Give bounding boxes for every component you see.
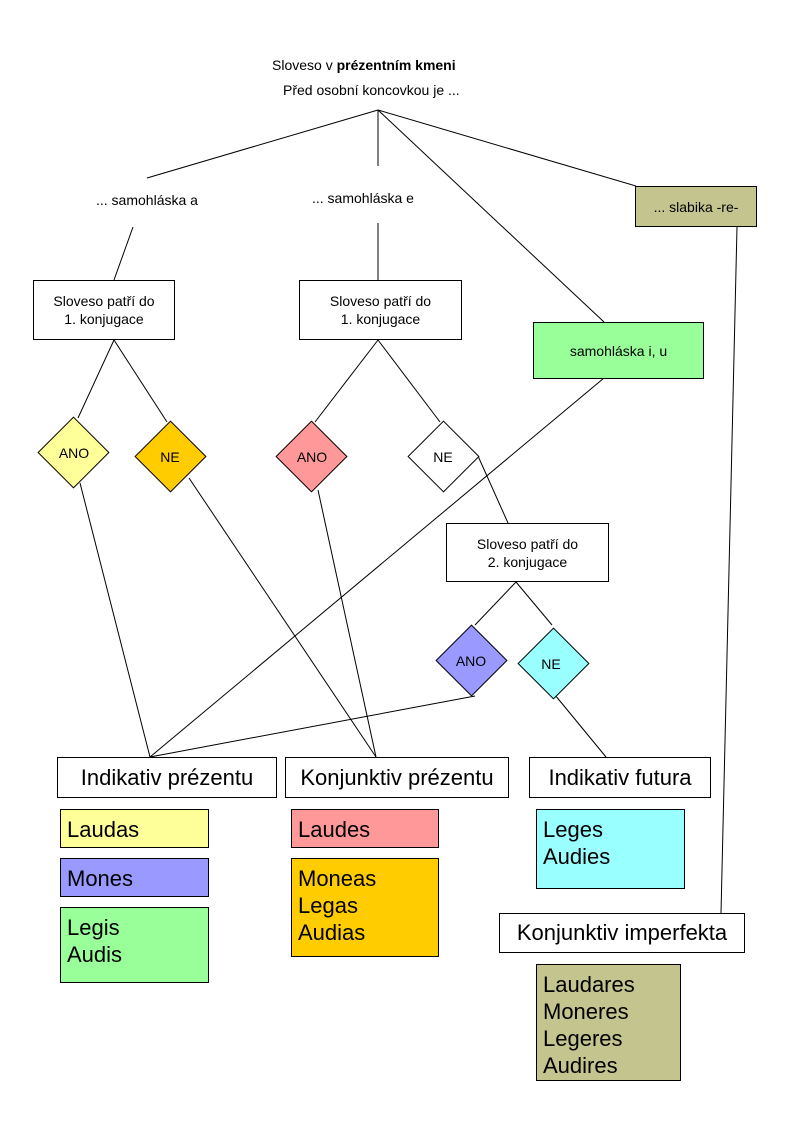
question-conj1-a-line2: 1. konjugace bbox=[64, 311, 144, 327]
edge-root-iu bbox=[377, 109, 605, 323]
edge-a-no-conj bbox=[188, 477, 377, 758]
example-box-laudas: Laudas bbox=[60, 809, 209, 848]
example-box-mones: Mones bbox=[60, 858, 209, 897]
page-title: Sloveso v prézentním kmeni bbox=[272, 57, 456, 73]
example-legeres: Legeres bbox=[543, 1026, 623, 1051]
branch-re-label: ... slabika -re- bbox=[653, 198, 739, 215]
example-box-leges: Leges Audies bbox=[536, 809, 685, 889]
example-mones-1: Mones bbox=[67, 866, 134, 891]
branch-iu-label: samohláska i, u bbox=[569, 342, 668, 359]
example-box-legis-audis: Legis Audis bbox=[60, 907, 209, 983]
example-box-laudares: Laudares Moneres Legeres Audires bbox=[536, 964, 681, 1081]
edge-c2-yes-ind bbox=[149, 695, 476, 758]
result-konjunktiv-imperfekta: Konjunktiv imperfekta bbox=[499, 913, 745, 953]
example-legas: Legas bbox=[298, 893, 358, 918]
decision-conj2-yes-label: ANO bbox=[455, 653, 487, 669]
edge-q2-no bbox=[515, 581, 553, 626]
edge-e-yes-conj bbox=[317, 489, 377, 758]
edge-re-impf bbox=[720, 226, 738, 914]
edge-q1e-yes bbox=[314, 339, 379, 423]
edge-a-q1 bbox=[113, 226, 134, 281]
example-laudas-1: Laudas bbox=[67, 817, 140, 842]
decision-e-no-label: NE bbox=[433, 449, 453, 465]
decision-conj2-no-label: NE bbox=[541, 656, 561, 672]
title-prefix: Sloveso v bbox=[272, 57, 337, 73]
question-conj2-line2: 2. konjugace bbox=[487, 553, 568, 570]
decision-a-yes-label: ANO bbox=[58, 445, 90, 461]
question-conj1-e: Sloveso patří do 1. konjugace bbox=[299, 280, 462, 340]
example-leges: Leges bbox=[543, 817, 603, 842]
question-conj1-e-line2: 1. konjugace bbox=[340, 311, 421, 327]
branch-a-label: ... samohláska a bbox=[96, 192, 198, 208]
branch-e-label: ... samohláska e bbox=[312, 190, 414, 206]
branch-re-box: ... slabika -re- bbox=[635, 186, 757, 227]
edge-q1a-no bbox=[113, 339, 168, 423]
example-box-laudes: Laudes bbox=[291, 809, 439, 848]
edge-q2-yes bbox=[474, 581, 517, 626]
example-box-moneas: Moneas Legas Audias bbox=[291, 858, 439, 957]
edge-c2-no-fut bbox=[554, 694, 607, 758]
example-laudares: Laudares bbox=[543, 972, 635, 997]
question-conj1-a-line1: Sloveso patří do bbox=[53, 293, 155, 309]
result-konjunktiv-prezentu: Konjunktiv prézentu bbox=[285, 757, 509, 798]
example-legis: Legis bbox=[67, 915, 120, 940]
edge-q1e-no bbox=[377, 339, 441, 423]
example-moneas: Moneas bbox=[298, 866, 377, 891]
result-indikativ-prezentu-label: Indikativ prézentu bbox=[80, 764, 254, 790]
result-konjunktiv-imperfekta-label: Konjunktiv imperfekta bbox=[516, 920, 728, 945]
edge-a-yes-ind bbox=[79, 482, 151, 758]
edge-root-a bbox=[146, 109, 379, 179]
edge-iu-ind bbox=[149, 377, 605, 758]
result-indikativ-futura: Indikativ futura bbox=[529, 757, 711, 798]
example-audias: Audias bbox=[298, 920, 366, 945]
result-indikativ-prezentu: Indikativ prézentu bbox=[57, 757, 277, 798]
question-conj2-line1: Sloveso patří do bbox=[476, 535, 579, 552]
title-bold: prézentním kmeni bbox=[336, 57, 456, 73]
result-indikativ-futura-label: Indikativ futura bbox=[548, 764, 692, 790]
edge-e-no-q2 bbox=[477, 455, 509, 524]
decision-e-yes-label: ANO bbox=[296, 449, 328, 465]
example-audies: Audies bbox=[543, 844, 611, 869]
edge-root-re bbox=[377, 109, 637, 187]
question-conj1-a: Sloveso patří do 1. konjugace bbox=[33, 280, 175, 340]
example-laudes-1: Laudes bbox=[298, 817, 371, 842]
question-conj1-e-line1: Sloveso patří do bbox=[329, 293, 432, 309]
edge-q1a-yes bbox=[77, 339, 115, 419]
page-subtitle: Před osobní koncovkou je ... bbox=[283, 82, 460, 98]
result-konjunktiv-prezentu-label: Konjunktiv prézentu bbox=[300, 764, 494, 790]
decision-a-no-label: NE bbox=[160, 449, 180, 465]
branch-iu-box: samohláska i, u bbox=[533, 322, 704, 379]
example-audis: Audis bbox=[67, 942, 123, 967]
example-moneres: Moneres bbox=[543, 999, 629, 1024]
example-audires: Audires bbox=[543, 1053, 618, 1078]
